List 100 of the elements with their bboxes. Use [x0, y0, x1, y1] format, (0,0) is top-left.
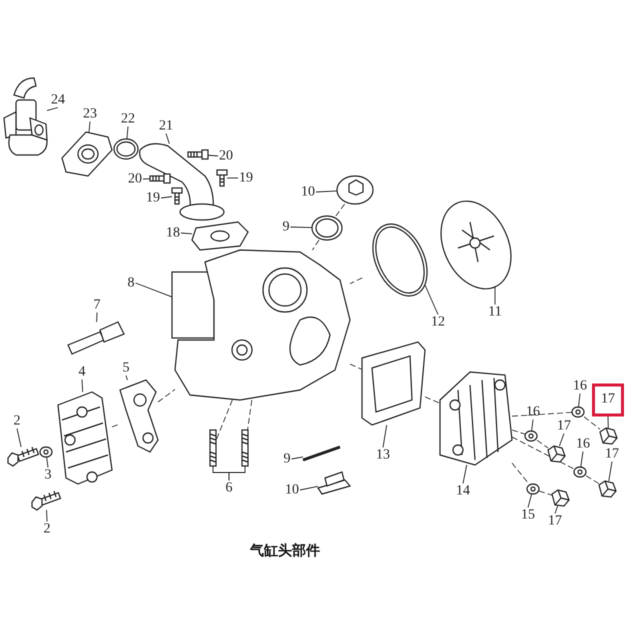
leader-line: [558, 433, 564, 446]
guide-line: [247, 400, 252, 430]
guide-line: [536, 440, 548, 448]
washer-drawing: [571, 406, 585, 418]
leader-line: [424, 284, 438, 315]
callout-number: 4: [78, 364, 86, 380]
washer-drawing: [526, 483, 540, 495]
guide-line: [512, 412, 572, 417]
callout-number: 15: [520, 508, 536, 522]
callout-number: 24: [50, 92, 66, 108]
leader-line: [88, 121, 90, 132]
callout-number: 2: [12, 414, 22, 428]
cylinder-head-drawing: [174, 249, 351, 401]
leader-line: [228, 466, 246, 481]
callout-number: 16: [572, 378, 588, 394]
callout-number: 21: [158, 118, 174, 134]
guide-line: [584, 416, 600, 430]
leader-line: [291, 456, 304, 460]
spark-plug-drawing: [67, 321, 125, 355]
stud-drawing: [209, 429, 217, 467]
guide-line: [350, 364, 362, 370]
guide-line: [350, 277, 363, 284]
bolt-drawing: [171, 187, 183, 205]
leader-line: [160, 196, 172, 198]
guide-line: [112, 423, 120, 428]
callout-number: 9: [282, 220, 290, 234]
callout-number: 16: [525, 404, 541, 420]
leader-line: [135, 282, 172, 298]
gasket-drawing: [119, 379, 159, 453]
callout-number: 11: [487, 304, 503, 320]
nut-drawing: [547, 445, 566, 463]
callout-number: 19: [145, 190, 161, 206]
guide-line: [512, 436, 574, 470]
callout-number: 9: [282, 452, 292, 466]
callout-number: 2: [42, 522, 52, 536]
leader-line: [16, 428, 22, 448]
o-ring-drawing: [372, 224, 428, 296]
leader-line: [580, 451, 584, 468]
guide-line: [586, 475, 600, 484]
gasket-drawing: [61, 131, 113, 177]
leader-line: [166, 133, 170, 144]
cover-drawing: [439, 371, 513, 466]
washer-drawing: [39, 446, 53, 458]
leader-line: [126, 375, 128, 380]
callout-number: 17: [604, 446, 620, 462]
o-ring-drawing: [311, 215, 343, 241]
leader-line: [96, 312, 98, 322]
leader-line: [46, 107, 58, 111]
leader-line: [608, 461, 612, 482]
guide-line: [158, 389, 176, 402]
callout-number: 12: [430, 314, 446, 330]
leader-line: [290, 226, 312, 228]
leader-line: [316, 190, 338, 192]
nut-drawing: [551, 489, 570, 507]
callout-number: 7: [92, 298, 102, 312]
leader-line: [531, 419, 534, 432]
cover-drawing: [57, 391, 113, 485]
bolt-drawing: [187, 149, 209, 160]
callout-number: 3: [44, 468, 52, 482]
callout-number: 17: [547, 514, 563, 528]
guide-line: [512, 462, 530, 484]
guide-line: [216, 400, 233, 441]
callout-number: 22: [120, 112, 136, 126]
stud-drawing: [241, 429, 249, 467]
leader-line: [82, 379, 84, 392]
guide-line: [335, 204, 346, 216]
callout-number: 20: [127, 172, 143, 186]
callout-number: 13: [375, 448, 391, 462]
leader-line: [578, 393, 580, 408]
guide-line: [538, 490, 552, 496]
leader-line: [142, 178, 150, 180]
leader-line: [608, 416, 609, 428]
leader-line: [46, 510, 48, 522]
leader-line: [208, 154, 218, 156]
leader-line: [462, 464, 468, 484]
callout-number: 8: [126, 276, 136, 290]
callout-number: 10: [284, 482, 300, 498]
cap-drawing: [336, 175, 374, 205]
leader-line: [382, 424, 388, 448]
leader-line: [528, 494, 532, 508]
gasket-drawing: [191, 221, 249, 251]
callout-number: 6: [224, 480, 234, 496]
nut-drawing: [598, 480, 617, 498]
leader-line: [126, 126, 128, 140]
leader-line: [300, 486, 318, 490]
tensioner-drawing: [317, 471, 352, 495]
callout-number: 14: [455, 484, 471, 498]
bolt-drawing: [216, 169, 228, 187]
bolt-drawing: [149, 173, 171, 184]
caption-text: 气缸头部件: [250, 542, 320, 560]
callout-number: 16: [575, 436, 591, 452]
bolt-drawing: [31, 490, 62, 511]
leader-line: [554, 506, 558, 514]
o-ring-drawing: [113, 138, 139, 160]
guide-line: [312, 240, 320, 250]
callout-number: 19: [238, 170, 254, 186]
callout-number: 20: [218, 148, 234, 164]
cover-drawing: [440, 200, 512, 290]
guide-line: [512, 430, 526, 434]
leader-line: [494, 286, 496, 305]
